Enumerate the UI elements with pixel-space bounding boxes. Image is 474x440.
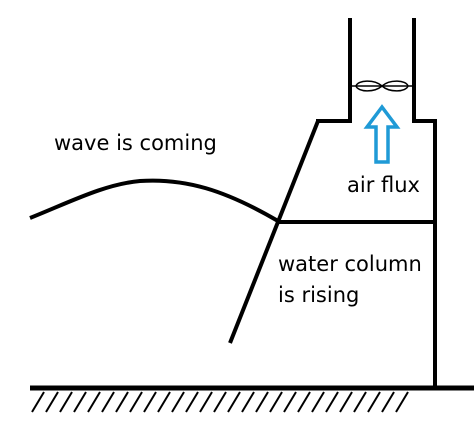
- hatch-line: [115, 391, 129, 413]
- hatch-line: [255, 391, 269, 413]
- hatch-line: [339, 391, 353, 413]
- arrow-up-icon: [363, 104, 401, 164]
- hatch-line: [185, 391, 199, 413]
- ground: [30, 385, 474, 413]
- hatch-line: [87, 391, 101, 413]
- hatch-line: [45, 391, 59, 413]
- ground-hatching: [31, 391, 409, 413]
- hatch-line: [367, 391, 381, 413]
- hatch-line: [227, 391, 241, 413]
- hatch-line: [129, 391, 143, 413]
- hatch-line: [283, 391, 297, 413]
- hatch-line: [297, 391, 311, 413]
- hatch-line: [269, 391, 283, 413]
- turbine-icon: [352, 80, 412, 92]
- hatch-line: [213, 391, 227, 413]
- water-column-label: water column: [278, 252, 422, 276]
- water-rising-label: is rising: [278, 283, 359, 307]
- hatch-line: [31, 391, 45, 413]
- hatch-line: [157, 391, 171, 413]
- hatch-line: [395, 391, 409, 413]
- hatch-line: [199, 391, 213, 413]
- wave-curve: [29, 178, 280, 223]
- hatch-line: [381, 391, 395, 413]
- hatch-line: [241, 391, 255, 413]
- hatch-line: [311, 391, 325, 413]
- hatch-line: [353, 391, 367, 413]
- hatch-line: [143, 391, 157, 413]
- air-flux-label: air flux: [347, 173, 420, 197]
- hatch-line: [73, 391, 87, 413]
- front-wall: [228, 120, 320, 344]
- hatch-line: [171, 391, 185, 413]
- hatch-line: [59, 391, 73, 413]
- hatch-line: [325, 391, 339, 413]
- hatch-line: [101, 391, 115, 413]
- wave-label: wave is coming: [54, 131, 217, 155]
- chamber: [228, 18, 437, 388]
